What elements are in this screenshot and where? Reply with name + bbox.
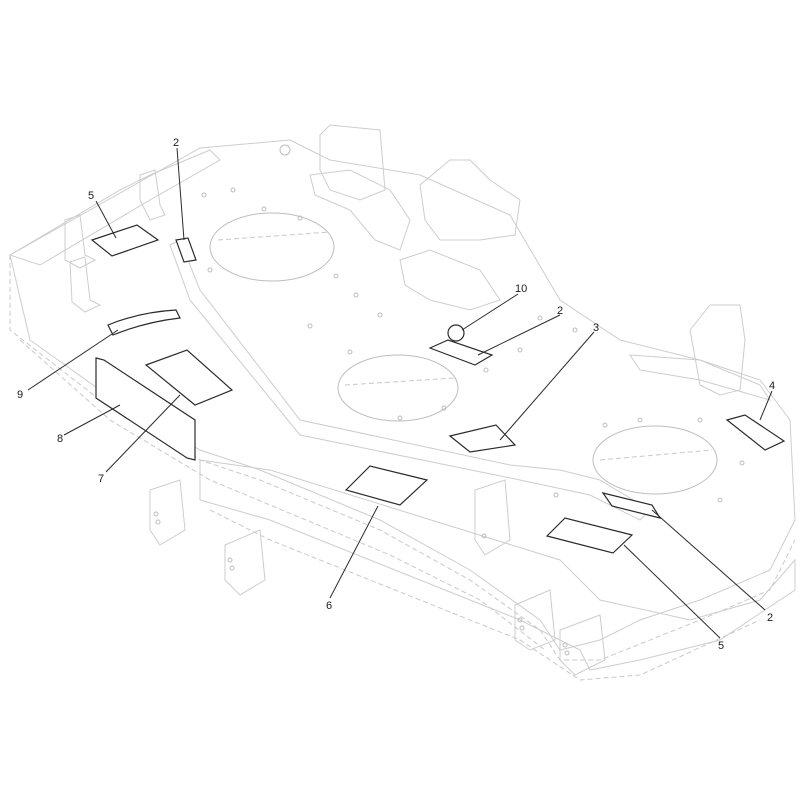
- leader-8: [63, 404, 121, 436]
- leader-7: [105, 394, 181, 473]
- callout-2-top: 2: [173, 137, 179, 149]
- decal-2-right: [601, 492, 662, 519]
- callout-4: 4: [769, 380, 775, 392]
- left-blade-opening: [209, 212, 335, 282]
- mounting-holes: [153, 144, 745, 656]
- left-rail: [8, 149, 221, 266]
- decal-2-top: [175, 237, 197, 263]
- callout-10: 10: [515, 283, 527, 295]
- leader-6: [329, 505, 379, 599]
- belt-cover: [399, 249, 501, 311]
- rear-bracket-right: [419, 159, 521, 241]
- leader-10: [461, 293, 519, 331]
- decal-2-mid: [428, 339, 494, 366]
- callout-3: 3: [593, 322, 599, 334]
- front-arm-2: [224, 529, 266, 596]
- callout-5-right: 5: [718, 640, 724, 652]
- callout-6: 6: [326, 600, 332, 612]
- decal-4: [725, 414, 786, 451]
- deck-top-plate: [9, 139, 796, 651]
- decal-6: [344, 465, 429, 506]
- center-blade-opening: [337, 354, 459, 422]
- rear-bracket-center: [319, 124, 386, 201]
- left-bracket-mid: [64, 214, 97, 269]
- front-arm-3: [514, 589, 556, 651]
- right-blade-chord: [599, 449, 713, 461]
- left-bracket-rear: [139, 169, 166, 221]
- front-bumper: [199, 459, 796, 671]
- leader-4: [759, 390, 773, 421]
- decal-5-left: [90, 224, 160, 257]
- front-bumper-lower: [209, 509, 761, 681]
- left-bracket-front: [69, 256, 102, 313]
- callout-9: 9: [17, 389, 23, 401]
- callout-7: 7: [98, 473, 104, 485]
- leader-lines: [27, 147, 773, 639]
- decal-10-round: [447, 324, 465, 342]
- leader-3: [499, 331, 595, 441]
- idler-bracket: [309, 169, 411, 251]
- decal-3: [448, 424, 517, 453]
- front-bracket-center: [474, 479, 511, 556]
- leader-2-mid: [477, 314, 561, 356]
- callout-labels: 2 5 10 2 3 4 9 8 7 6 2 5: [17, 137, 775, 652]
- left-blade-chord: [217, 231, 331, 241]
- decals: [90, 224, 786, 554]
- callout-2-mid: 2: [557, 305, 563, 317]
- callout-2-right: 2: [767, 612, 773, 624]
- leader-5-right: [623, 544, 721, 639]
- right-side-rail: [629, 354, 772, 401]
- callout-8: 8: [57, 433, 63, 445]
- front-arm-1: [149, 479, 186, 546]
- center-blade-chord: [344, 377, 456, 386]
- leader-2-top: [176, 147, 185, 241]
- decal-8: [95, 357, 196, 461]
- right-blade-opening: [592, 425, 718, 495]
- deck-skirt-edge: [9, 255, 796, 661]
- leader-5-left: [95, 200, 117, 239]
- decal-7: [144, 349, 234, 406]
- callout-5-left: 5: [88, 190, 94, 202]
- right-lift-bracket: [689, 304, 746, 396]
- deck-skirt-lower: [19, 339, 546, 651]
- decal-5-right: [545, 517, 634, 554]
- leader-2-right: [651, 509, 766, 611]
- leader-9: [27, 329, 119, 391]
- decal-9-strip: [107, 309, 181, 336]
- front-arm-4: [559, 614, 606, 676]
